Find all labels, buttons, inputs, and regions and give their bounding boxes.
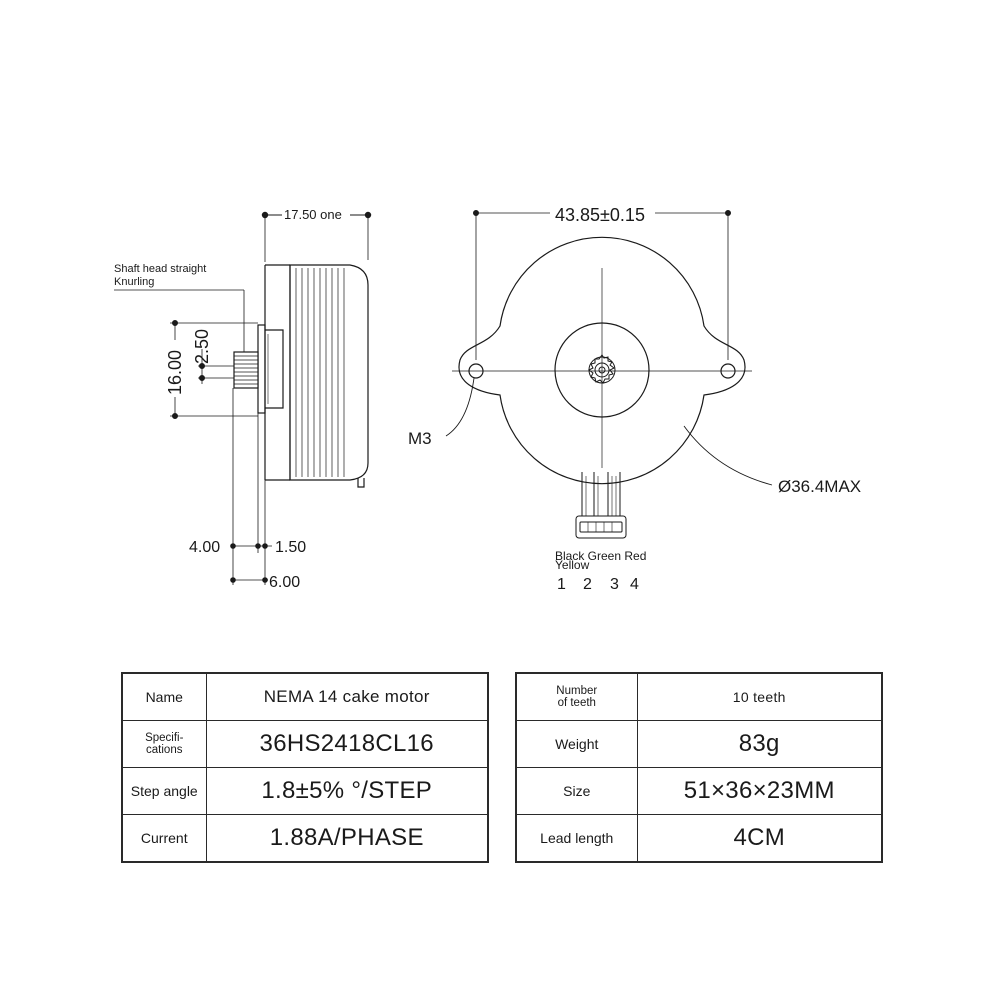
spec-label-lead-length: Lead length: [515, 814, 638, 863]
dim-bottom: [230, 388, 272, 585]
spec-value-specifications: 36HS2418CL16: [205, 720, 489, 768]
spec-row-step-angle: Step angle 1.8±5% °/STEP: [121, 767, 489, 815]
dim-height-total-label: 16.00: [165, 350, 185, 395]
spec-value-step-angle: 1.8±5% °/STEP: [205, 767, 489, 815]
dim-top-width-label: 17.50 one: [284, 207, 342, 222]
spec-value-weight: 83g: [636, 720, 883, 768]
wire-colors-line1: Black Green Red: [555, 549, 646, 563]
motor-body-side: [233, 264, 369, 488]
dim-bottom-a-label: 4.00: [189, 539, 220, 556]
spec-row-name: Name NEMA 14 cake motor: [121, 672, 489, 721]
diameter-leader: [683, 425, 773, 486]
spec-row-weight: Weight 83g: [515, 720, 883, 768]
dim-knurl-height-label: 2.50: [192, 329, 212, 364]
spec-row-size: Size 51×36×23MM: [515, 767, 883, 815]
shaft-note-line2: Knurling: [114, 276, 154, 288]
spec-value-lead-length: 4CM: [636, 814, 883, 863]
spec-value-teeth: 10 teeth: [636, 672, 883, 721]
pin-number-4: 4: [630, 576, 639, 593]
spec-label-specifications: Specifi-cations: [121, 720, 207, 768]
motor-body-front: [458, 236, 746, 485]
connector: [575, 472, 627, 539]
spec-label-current: Current: [121, 814, 207, 863]
spec-label-weight: Weight: [515, 720, 638, 768]
pin-number-1: 1: [557, 576, 566, 593]
hole-label: M3: [408, 429, 432, 448]
wire-colors-line2: Yellow: [555, 558, 590, 572]
spec-row-current: Current 1.88A/PHASE: [121, 814, 489, 863]
spec-label-step-angle: Step angle: [121, 767, 207, 815]
spec-value-name: NEMA 14 cake motor: [205, 672, 489, 721]
spec-label-name: Name: [121, 672, 207, 721]
spec-table-left: Name NEMA 14 cake motor Specifi-cations …: [121, 672, 489, 863]
shaft-note-line1: Shaft head straight: [114, 263, 206, 275]
dim-mount-spacing: [472, 209, 732, 360]
diameter-label: Ø36.4MAX: [778, 477, 861, 496]
spec-value-current: 1.88A/PHASE: [205, 814, 489, 863]
side-view: [114, 211, 372, 585]
mount-spacing-label: 43.85±0.15: [555, 205, 645, 225]
spec-row-lead-length: Lead length 4CM: [515, 814, 883, 863]
spec-value-size: 51×36×23MM: [636, 767, 883, 815]
dim-bottom-c-label: 6.00: [269, 574, 300, 591]
dim-bottom-b-label: 1.50: [275, 539, 306, 556]
dim-left-vertical: [170, 319, 258, 419]
spec-row-specifications: Specifi-cations 36HS2418CL16: [121, 720, 489, 768]
centerlines: [452, 268, 752, 468]
pin-number-3: 3: [610, 576, 619, 593]
front-view: [445, 209, 773, 539]
shaft-note-leader: [114, 289, 245, 352]
dim-top-width: [261, 211, 372, 262]
pin-number-2: 2: [583, 576, 592, 593]
spec-label-size: Size: [515, 767, 638, 815]
m3-leader: [445, 377, 475, 437]
